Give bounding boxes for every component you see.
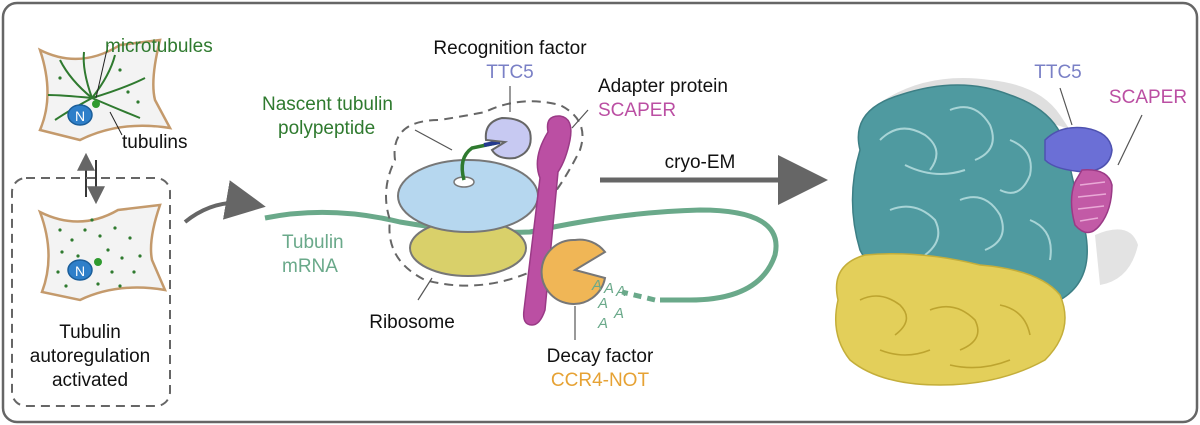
nascent-chain xyxy=(460,141,497,181)
cell-top: N microtubules tubulins xyxy=(37,36,213,153)
tubulins-pointer xyxy=(109,111,123,136)
complex-envelope xyxy=(385,100,584,287)
polya-tail xyxy=(621,289,656,303)
scaper-protein xyxy=(522,115,572,326)
cryo-em-label: cryo-EM xyxy=(665,152,736,173)
scaper-name: SCAPER xyxy=(598,100,676,121)
scaper-structure-pointer xyxy=(1117,114,1143,166)
adapter-pointer xyxy=(571,109,589,129)
mrna-strand xyxy=(264,207,779,303)
structure-scaper-label: SCAPER xyxy=(1109,87,1187,108)
complex-schematic: A A A A A A xyxy=(264,86,779,340)
nascent-pointer xyxy=(414,129,453,151)
tubulins-label: tubulins xyxy=(122,132,188,153)
nascent-chain-tip xyxy=(483,140,501,147)
nucleus-icon xyxy=(67,259,93,281)
scaper-density xyxy=(1070,169,1113,234)
free-tubulin-dots-icon xyxy=(56,218,142,288)
rna-helices xyxy=(879,106,1052,261)
ribosome-pointer xyxy=(417,277,433,301)
svg-text:A: A xyxy=(597,295,608,312)
ttc5-density xyxy=(1044,126,1113,173)
polya-letters: A A A A A A xyxy=(591,277,626,332)
ccr4-not-protein xyxy=(540,238,607,305)
density-grey-right xyxy=(1095,229,1138,285)
ribosome-small-subunit xyxy=(397,159,539,233)
cryo-em-structure xyxy=(835,78,1143,386)
nucleus-icon xyxy=(67,104,93,126)
ttc5-protein xyxy=(484,116,532,160)
nascent-label-line-2: polypeptide xyxy=(278,118,375,139)
ttc5-name: TTC5 xyxy=(486,62,534,83)
nucleus-letter: N xyxy=(75,263,85,279)
centrosome-icon xyxy=(94,258,102,266)
svg-text:A: A xyxy=(597,315,608,332)
ribosome-large-subunit-density xyxy=(835,253,1066,386)
mrna-label-line-1: Tubulin xyxy=(282,232,344,253)
microtubules-label: microtubules xyxy=(105,36,213,57)
centrosome-icon xyxy=(92,100,100,108)
svg-text:A: A xyxy=(613,305,624,322)
cell-bottom-outline xyxy=(37,203,168,302)
ribosome-label: Ribosome xyxy=(369,312,455,333)
svg-text:A: A xyxy=(615,283,626,300)
caption-line-1: Tubulin xyxy=(59,322,121,343)
microtubules-icon xyxy=(47,51,146,121)
adapter-protein-label: Adapter protein xyxy=(598,76,728,97)
nascent-label-line-1: Nascent tubulin xyxy=(262,94,393,115)
tubulin-dots-icon xyxy=(58,68,140,104)
svg-text:A: A xyxy=(603,280,614,297)
nucleus-letter: N xyxy=(75,108,85,124)
microtubules-pointer xyxy=(95,44,109,99)
cell-bottom: N xyxy=(37,203,168,302)
curved-arrow xyxy=(183,180,266,224)
scaper-helices xyxy=(1077,181,1107,222)
activated-cell-box xyxy=(11,177,171,407)
structure-ttc5-label: TTC5 xyxy=(1034,62,1082,83)
svg-text:A: A xyxy=(591,277,602,294)
caption-line-2: autoregulation xyxy=(30,346,150,367)
decay-factor-label: Decay factor xyxy=(547,346,654,367)
ccr4-not-name: CCR4-NOT xyxy=(551,370,650,391)
ttc5-structure-pointer xyxy=(1059,87,1073,126)
mrna-label-line-2: mRNA xyxy=(282,256,338,277)
large-subunit-helices xyxy=(859,295,1031,369)
caption-line-3: activated xyxy=(52,370,128,391)
recognition-factor-label: Recognition factor xyxy=(433,38,587,59)
